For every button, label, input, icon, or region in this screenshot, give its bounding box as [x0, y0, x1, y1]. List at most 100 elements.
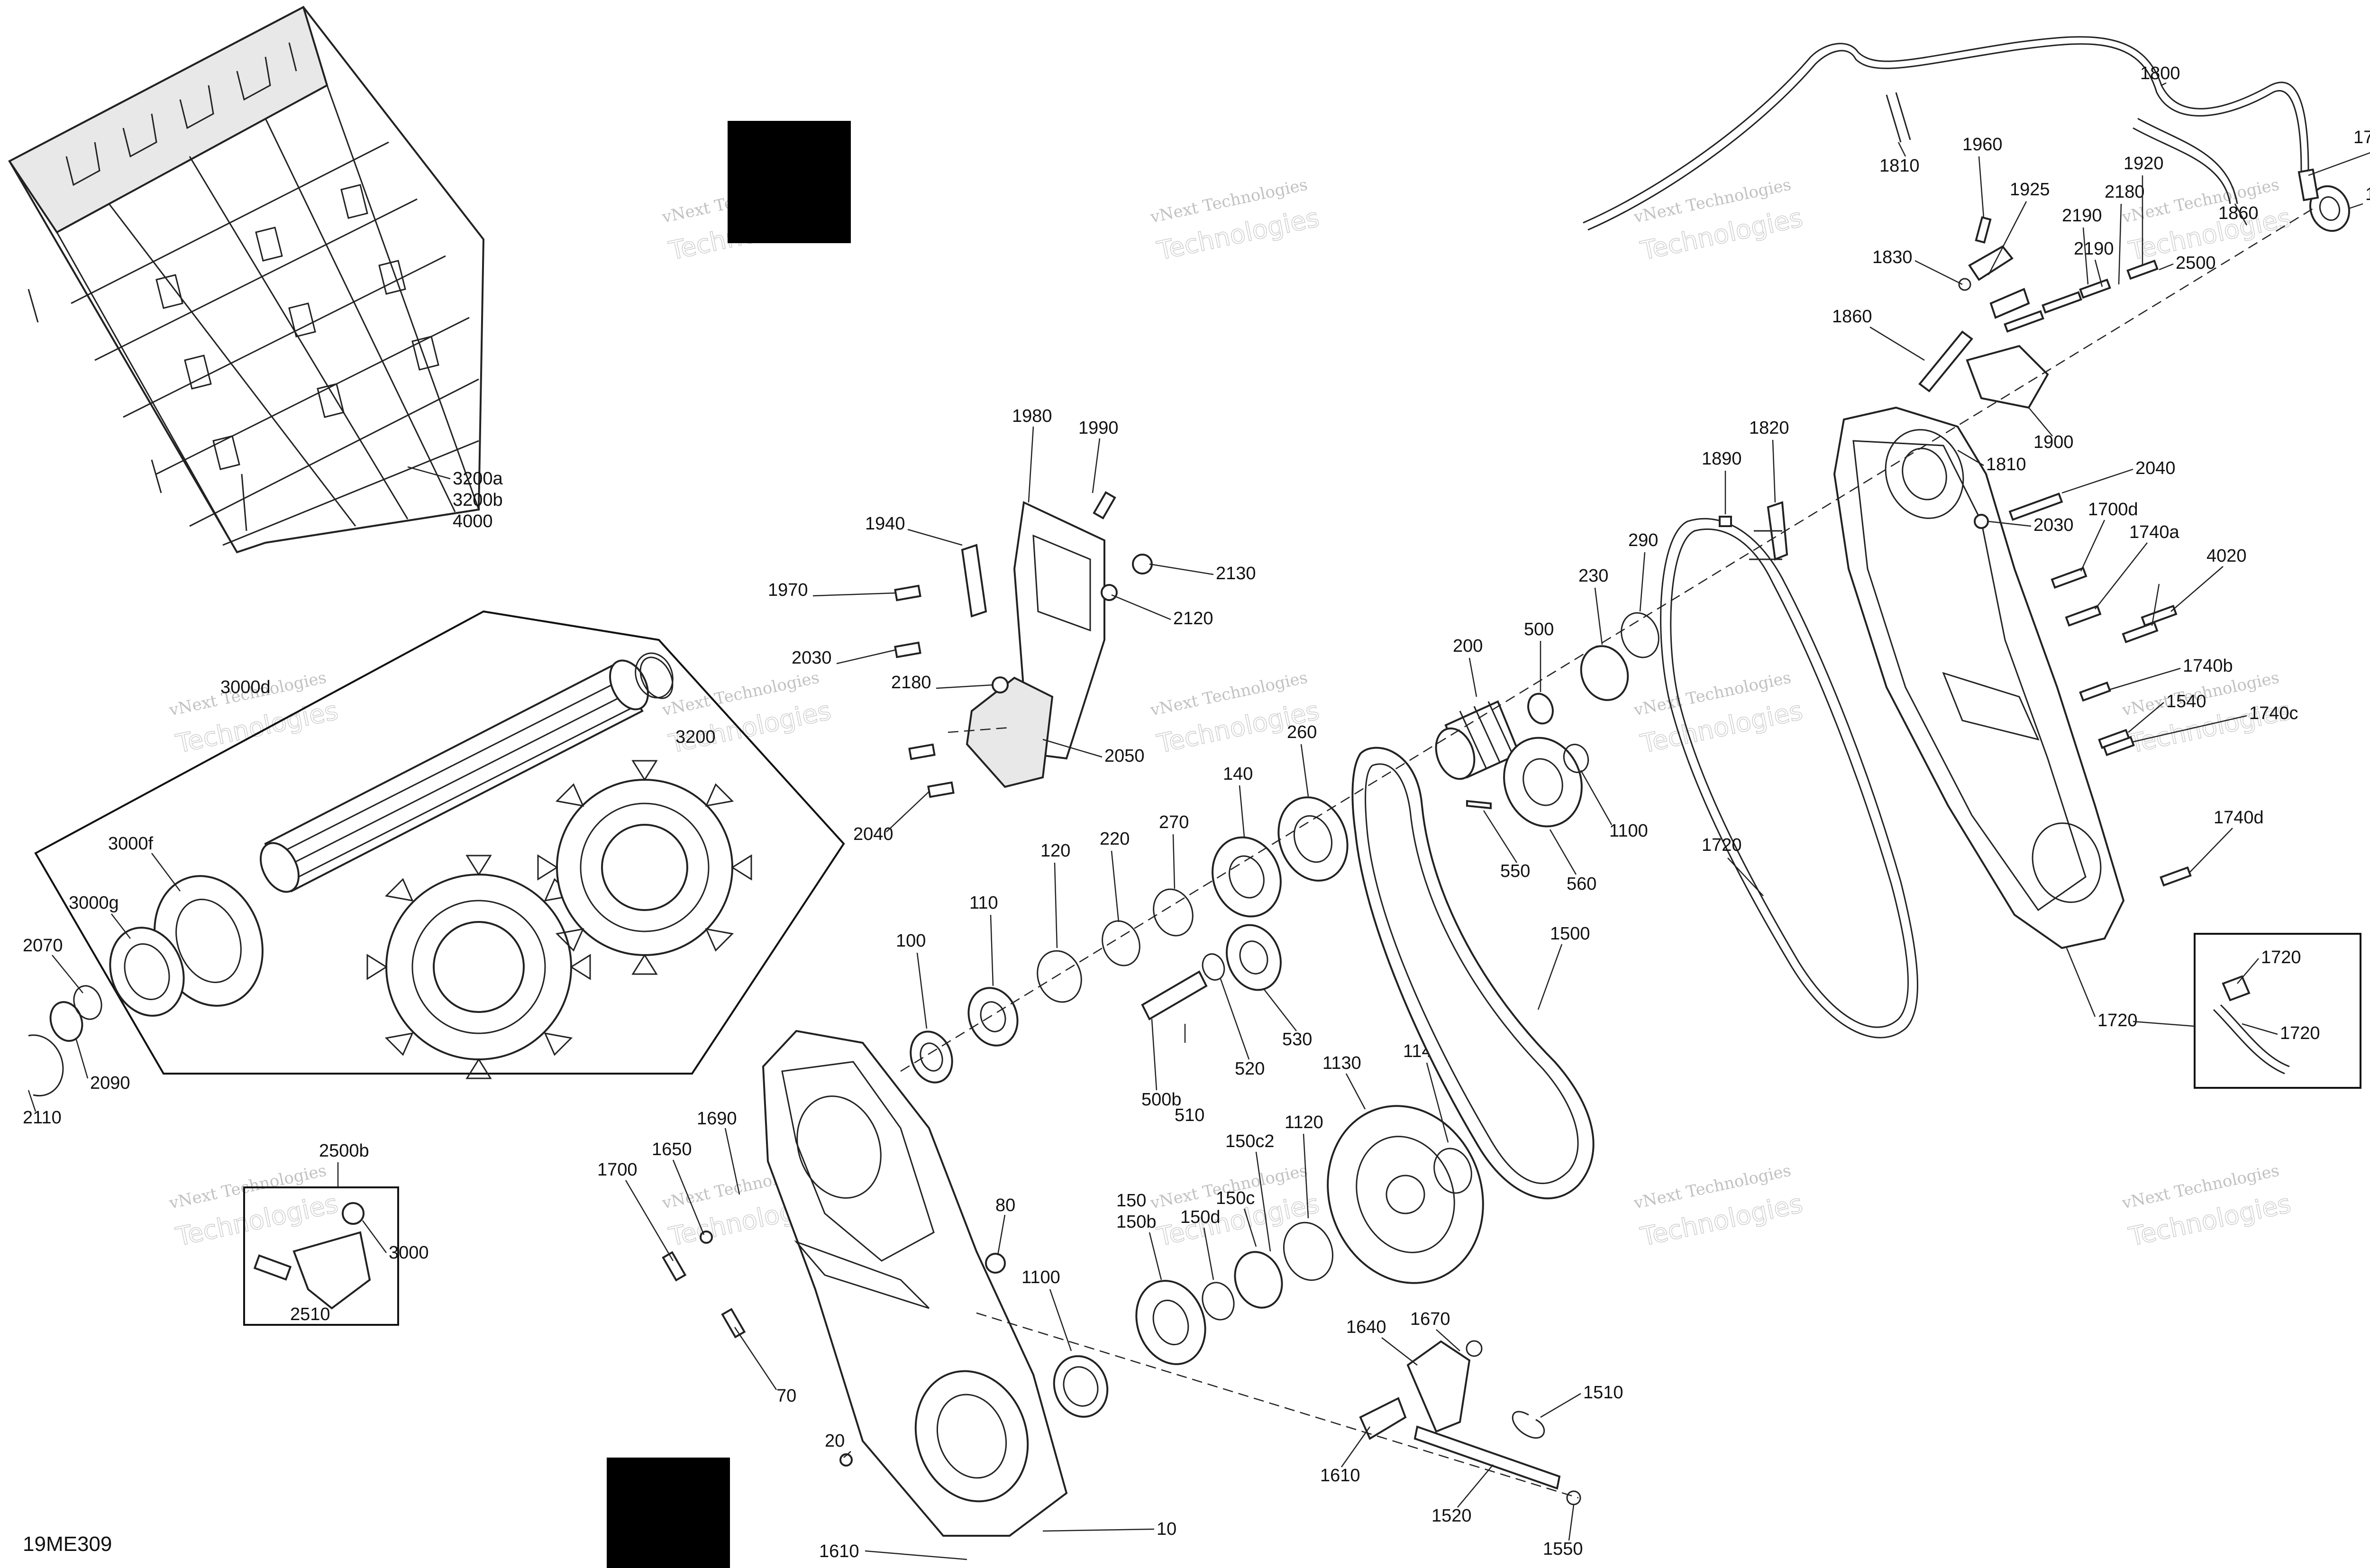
leader: [1340, 1329, 1581, 1541]
callout-220: 230: [1578, 566, 1608, 586]
callout-2110: 2120: [1173, 609, 1213, 629]
cable-1740f: [2133, 118, 2238, 204]
gear-140: [1212, 836, 1282, 918]
bracket-group-1940: 1980 1990 1940 1970 2030 2130 2120 2180 …: [768, 406, 1256, 844]
callout-1610: 1640: [1346, 1317, 1386, 1337]
callout-3000f: 3000g: [69, 893, 119, 913]
callout-150d: 150d: [1180, 1207, 1221, 1227]
callout-1970: 2030: [792, 648, 832, 668]
callout-290: 500: [1524, 620, 1554, 639]
callout-1900: 1940: [865, 514, 905, 534]
leader: [1869, 82, 2370, 437]
lower-gear-set: 150 150b 150d 150c 150c2 1120 1130 1140 …: [1021, 1041, 1484, 1418]
callout-1880: 1920: [2124, 154, 2164, 173]
callout-510: 520: [1235, 1059, 1265, 1079]
callout-3200b: 4000: [453, 511, 493, 531]
linkage-group: 1810 1960 1925 1830 1860 1900 2190 2180 …: [1583, 36, 2370, 452]
callout-3200a: 3200b: [453, 490, 503, 510]
callout-500: 500b: [1141, 1090, 1182, 1110]
detail-frame: [2194, 933, 2361, 1089]
callout-3000g: 3200: [675, 727, 716, 747]
leader: [337, 1162, 387, 1253]
callout-520: 530: [1282, 1030, 1312, 1049]
callout-1740f: 1860: [2218, 203, 2259, 223]
gear-550: [1503, 737, 1583, 828]
callout-1720: 1740a: [2129, 522, 2180, 542]
leader: [1727, 857, 1764, 896]
leader: [1049, 1062, 1449, 1351]
callout-1650: 1670: [1410, 1309, 1450, 1329]
callout-150c: 150c: [1216, 1188, 1255, 1208]
leader: [1537, 944, 1563, 1010]
callout-4000: 4020: [2206, 546, 2247, 566]
callout-2130: 2500: [2176, 253, 2216, 273]
drive-chain-1500: 1500: [1351, 747, 1595, 1200]
redaction-block: [607, 1458, 730, 1568]
callout-150: 150: [1116, 1191, 1146, 1211]
drawing-id: 19ME309: [23, 1532, 112, 1556]
leader: [625, 1128, 1155, 1560]
nut: [49, 1001, 83, 1042]
callout-2040: 2090: [90, 1073, 130, 1093]
callout-2510: 3000: [389, 1243, 429, 1263]
leader: [111, 853, 181, 939]
assembly-centerline: [948, 727, 1010, 733]
callout-1640: 1650: [652, 1140, 692, 1159]
bracket: [292, 1231, 371, 1310]
tensioner-group: 1640 1670 1510 1610 1520 1550: [1320, 1309, 1623, 1559]
lever-1810: [1968, 245, 2014, 281]
callout-2500: 2500b: [319, 1141, 369, 1161]
callout-1710: 1720: [1702, 835, 1742, 855]
bracket-lower: [966, 676, 1054, 788]
callout-260: 270: [1159, 812, 1189, 832]
cable-end-1740a: [2309, 185, 2351, 232]
case-body: [1833, 406, 2125, 949]
redaction-block: [728, 121, 851, 243]
callout-1545: 1610: [819, 1541, 859, 1561]
callout-1925: 1970: [768, 580, 808, 600]
detail-frame: [243, 1186, 399, 1326]
callout-2180: 2190: [2074, 239, 2114, 259]
callout-2030: 2070: [23, 936, 63, 956]
leader: [812, 426, 1214, 832]
callout-1700: 1720: [2097, 1011, 2138, 1030]
group-frame: [34, 610, 845, 1075]
gasket-1710: 1720: [1660, 518, 1918, 1039]
assembly-centerline: [900, 208, 2314, 1072]
drive-axle-group: 3000d 3000f 3000g 3200: [34, 610, 845, 1079]
cable-1740d: [1886, 92, 1911, 143]
callout-200: 200: [1453, 636, 1483, 656]
callout-1600: 1610: [1320, 1466, 1360, 1486]
callout-2090: 2050: [1104, 746, 1145, 766]
callout-2120: 2130: [1216, 564, 1256, 583]
callout-1920: 1960: [1962, 135, 2003, 155]
assembly-centerline: [976, 1312, 1579, 1499]
detail-box-1700: 1720 1720: [2133, 933, 2361, 1089]
callout-1720: 1740d: [2214, 808, 2264, 828]
leader: [1468, 552, 1646, 875]
callout-230: 260: [1287, 722, 1317, 742]
gear-520: [1226, 924, 1282, 991]
shaft-1820: [1918, 330, 1973, 392]
gear-230: [1277, 796, 1349, 882]
callout-210: 220: [1100, 829, 1130, 849]
callout-1740b: 1770: [2353, 128, 2370, 147]
callout-2070: 2040: [853, 824, 893, 844]
leader: [1724, 439, 2096, 1017]
cable-1740c: [1583, 36, 2309, 224]
callout-20: 20: [825, 1431, 845, 1451]
callout-1520: 1520: [1431, 1506, 1472, 1526]
leader: [916, 744, 1309, 1091]
callout-2180: 2180: [2105, 182, 2145, 202]
callout-1700f: 1720: [2280, 1023, 2320, 1043]
callout-1740c: 1800: [2140, 64, 2180, 83]
callout-1960: 1990: [1078, 418, 1119, 438]
tensioner-pin: [1413, 1425, 1561, 1490]
callout-530: 550: [1500, 861, 1530, 881]
callout-2190: 2190: [2062, 206, 2102, 226]
callout-10: 10: [1157, 1519, 1176, 1539]
callout-1830: 1890: [1702, 449, 1742, 469]
chaincase-cover-outer: 10 20 70 80 1700 1650 1690 1610: [597, 1030, 1176, 1561]
callout-1500: 1500: [1550, 924, 1590, 944]
callout-550: 560: [1567, 874, 1596, 894]
